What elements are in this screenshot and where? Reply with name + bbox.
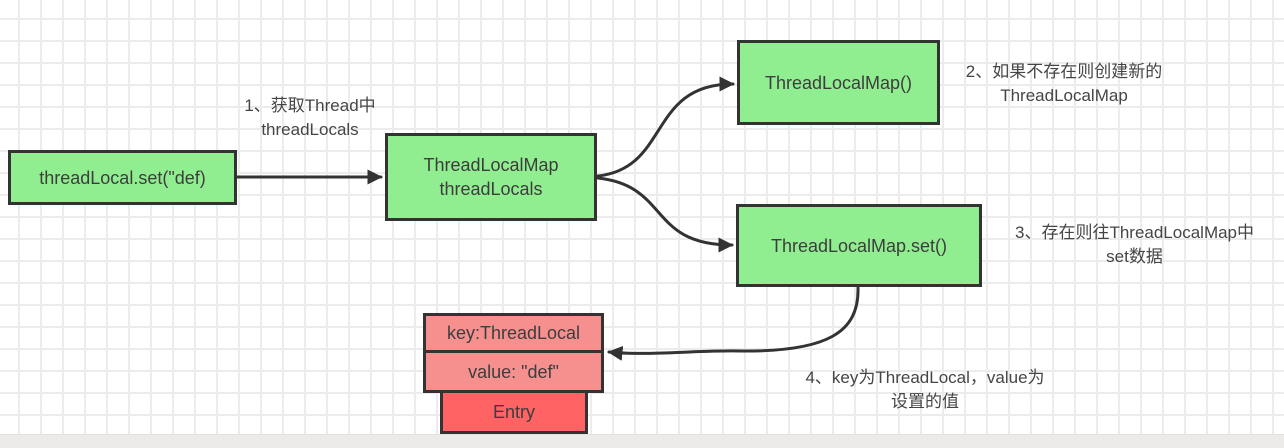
- node-entry-value-label: value: "def": [468, 361, 559, 382]
- node-threadlocalmap-set-label: ThreadLocalMap.set(): [770, 235, 948, 256]
- node-entry: Entry: [440, 390, 588, 434]
- annotation-step2-line2: ThreadLocalMap: [1000, 86, 1128, 105]
- node-entry-key: key:ThreadLocal: [423, 313, 604, 353]
- node-threadlocalmap-set: ThreadLocalMap.set(): [736, 204, 982, 287]
- annotation-step4: 4、key为ThreadLocal，value为 设置的值: [765, 366, 1085, 414]
- annotation-step1: 1、获取Thread中 threadLocals: [222, 94, 398, 142]
- annotation-step2: 2、如果不存在则创建新的 ThreadLocalMap: [948, 60, 1180, 108]
- edge-mid-to-ctor-arrow: [596, 76, 735, 178]
- annotation-step1-line2: threadLocals: [261, 120, 359, 139]
- annotation-step3-line2: set数据: [1106, 247, 1163, 266]
- annotation-step2-line1: 2、如果不存在则创建新的: [965, 62, 1163, 81]
- node-threadlocals: ThreadLocalMap threadLocals: [385, 133, 597, 221]
- annotation-step4-line1: 4、key为ThreadLocal，value为: [805, 368, 1045, 387]
- annotation-step3-line1: 3、存在则往ThreadLocalMap中: [1014, 223, 1255, 242]
- node-entry-label: Entry: [492, 402, 535, 422]
- annotation-step4-line2: 设置的值: [891, 392, 959, 411]
- node-threadlocals-line2: threadLocals: [439, 179, 543, 199]
- node-threadlocal-set-label: threadLocal.set("def): [39, 167, 206, 188]
- node-threadlocalmap-constructor-label: ThreadLocalMap(): [764, 72, 913, 93]
- edge-mid-to-set-arrow: [596, 176, 734, 253]
- node-threadlocal-set: threadLocal.set("def): [8, 150, 237, 205]
- annotation-step3: 3、存在则往ThreadLocalMap中 set数据: [985, 221, 1284, 269]
- annotation-step1-line1: 1、获取Thread中: [244, 96, 376, 115]
- node-threadlocals-line1: ThreadLocalMap: [423, 155, 559, 175]
- node-entry-key-label: key:ThreadLocal: [446, 323, 581, 343]
- edge-set-to-entry-arrow: [607, 286, 860, 361]
- bottom-gray-bar: [0, 434, 1284, 448]
- node-entry-value: value: "def": [423, 350, 604, 393]
- node-threadlocalmap-constructor: ThreadLocalMap(): [737, 40, 940, 125]
